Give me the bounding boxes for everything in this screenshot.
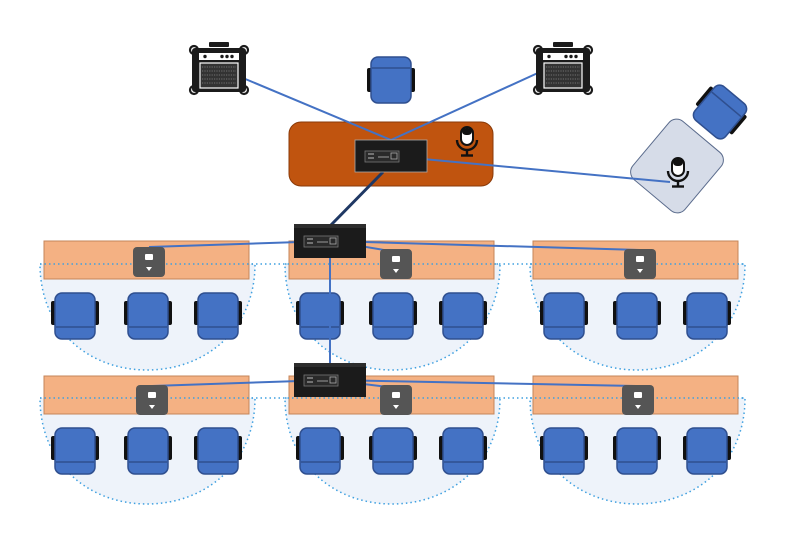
chair-icon (612, 427, 662, 475)
chair-icon (368, 427, 418, 475)
chair-icon (368, 292, 418, 340)
delegate-unit-icon (380, 249, 412, 279)
speaker-icon (188, 40, 250, 96)
chair-icon (682, 427, 732, 475)
main-control-unit (354, 139, 428, 173)
chair-icon (539, 292, 589, 340)
wiring (148, 71, 671, 389)
delegate-unit-icon (136, 385, 168, 415)
delegate-unit-icon (133, 247, 165, 277)
chair-icon (682, 292, 732, 340)
chair-icon (438, 427, 488, 475)
delegate-unit-icon (624, 249, 656, 279)
trunk-cable (328, 170, 385, 228)
network-switch-icon (293, 362, 367, 398)
speaker-icon (532, 40, 594, 96)
chairman-seat (367, 56, 415, 104)
chair-icon (612, 292, 662, 340)
chair-icon (295, 292, 345, 340)
chair-icon (123, 292, 173, 340)
guest-chair-icon (692, 84, 748, 140)
network-switch-icon (293, 223, 367, 259)
chair-icon (295, 427, 345, 475)
chair-icon (193, 427, 243, 475)
chair-icon (438, 292, 488, 340)
chair-icon (123, 427, 173, 475)
delegate-unit-icon (380, 385, 412, 415)
chair-icon (193, 292, 243, 340)
chair-icon (539, 427, 589, 475)
delegate-unit-icon (622, 385, 654, 415)
chair-icon (50, 292, 100, 340)
chair-icon (50, 427, 100, 475)
